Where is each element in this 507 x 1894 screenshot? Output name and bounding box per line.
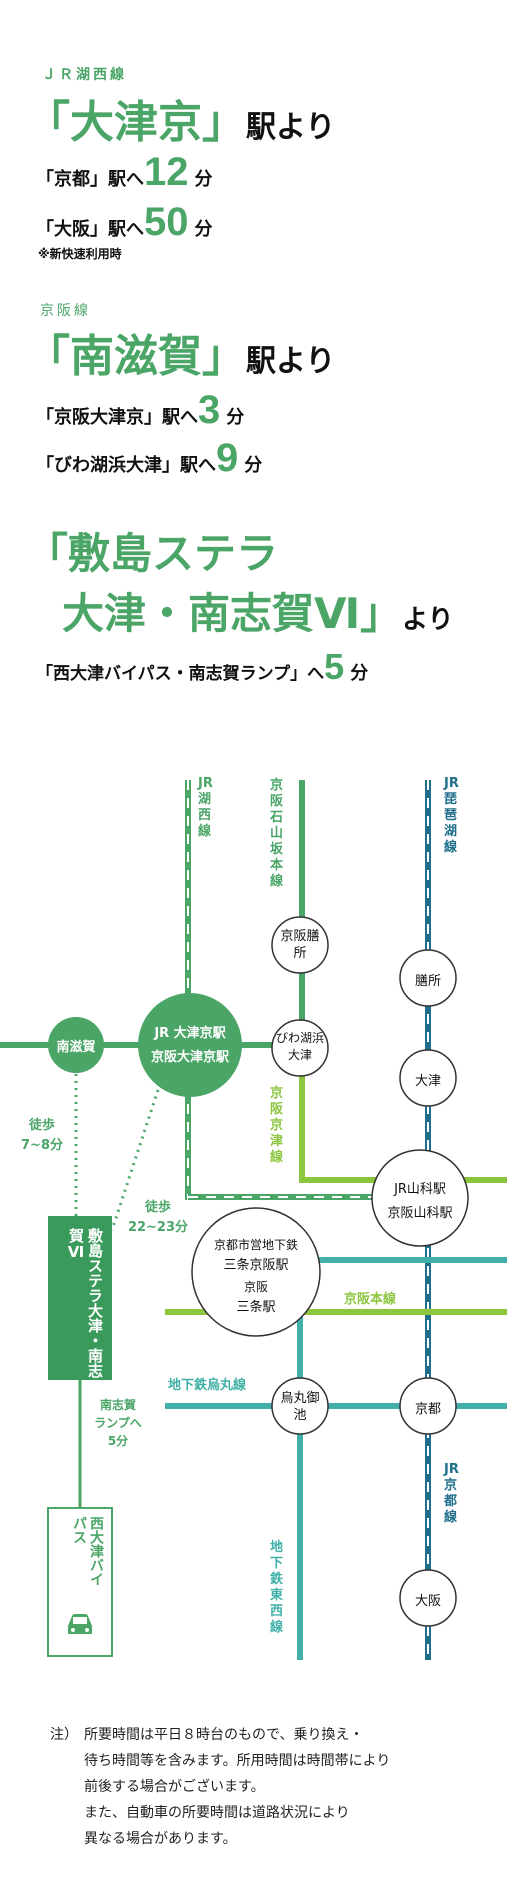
route-kyoto-name: 「京都」駅へ xyxy=(36,169,144,190)
station-name-sanjo-3: 京阪 xyxy=(243,1280,268,1294)
station-keihan-zeze xyxy=(271,916,329,974)
ramp-line1: 南志賀 xyxy=(99,1398,136,1412)
label-keihan-ishiyama: 京阪石山坂本線 xyxy=(270,778,284,889)
otsukyo-suffix: 駅より xyxy=(246,110,336,145)
label-karasuma: 地下鉄烏丸線 xyxy=(168,1378,247,1393)
route-keihan-otsukyo-name: 「京阪大津京」駅へ xyxy=(36,407,198,428)
ramp-info: 南志賀 ランプへ 5分 xyxy=(88,1396,148,1450)
label-jr-kosei: JR湖西線 xyxy=(198,776,213,839)
station-osaka xyxy=(399,1569,457,1627)
station-name-otsukyo-1: JR 大津京駅 xyxy=(154,1026,226,1041)
station-name-yamashina-1: JR山科駅 xyxy=(394,1182,446,1197)
route-keihan-otsukyo-value: 3 xyxy=(198,388,221,432)
label-jr-biwako: JR琵琶湖線 xyxy=(444,776,459,855)
station-biwako-hamaotsu xyxy=(271,1019,329,1077)
walk-otsukyo-label: 徒歩 xyxy=(144,1200,171,1215)
otsukyo-station-name: 「大津京」 xyxy=(26,97,246,148)
property-title-line2: 大津・南志賀Ⅵ」 xyxy=(62,589,403,638)
footnote-line-3: 前後する場合がございます。 xyxy=(84,1779,265,1795)
station-sanjo xyxy=(191,1207,321,1337)
footnote-line-1: 所要時間は平日８時台のもので、乗り換え・ xyxy=(84,1727,364,1743)
ramp-line2: ランプへ xyxy=(94,1416,142,1430)
station-name-otsu: 大津 xyxy=(414,1074,441,1089)
property-suffix: より xyxy=(402,605,454,635)
station-name-minamishiga: 南滋賀 xyxy=(56,1040,96,1055)
station-name-sanjo-2: 三条京阪駅 xyxy=(223,1258,289,1273)
station-name-sanjo-1: 京都市営地下鉄 xyxy=(213,1238,298,1252)
jr-kosei-line xyxy=(185,780,395,1200)
walk-minamishiga-label: 徒歩 xyxy=(28,1118,55,1133)
station-name-kyoto: 京都 xyxy=(414,1402,441,1417)
station-name-biwako-hamaotsu: びわ湖浜大津 xyxy=(276,1031,325,1062)
station-name-otsukyo-2: 京阪大津京駅 xyxy=(150,1050,229,1065)
route-bypass-unit: 分 xyxy=(350,663,369,684)
walk-otsukyo: 徒歩 22~23分 xyxy=(122,1198,194,1238)
walk-minamishiga-time: 7~8分 xyxy=(21,1138,63,1153)
bypass-name: 西大津バイパス xyxy=(71,1516,104,1586)
route-osaka-unit: 分 xyxy=(194,219,213,240)
station-otsukyo xyxy=(138,993,242,1097)
label-keihan-keishin: 京阪京津線 xyxy=(270,1086,284,1165)
footnote-body: 所要時間は平日８時台のもので、乗り換え・ 待ち時間等を含みます。所用時間は時間帯… xyxy=(84,1722,494,1852)
route-keihan-otsukyo-unit: 分 xyxy=(226,407,245,428)
property-name: 敷島ステラ大津・南志賀Ⅵ xyxy=(67,1228,104,1378)
minamishiga-station-name: 「南滋賀」 xyxy=(26,331,246,382)
property-box xyxy=(48,1216,112,1380)
station-zeze xyxy=(399,949,457,1007)
route-kyoto-value: 12 xyxy=(144,150,189,194)
walk-minamishiga: 徒歩 7~8分 xyxy=(14,1116,70,1156)
ramp-line3: 5分 xyxy=(107,1434,129,1448)
property-title-line2-wrap: 大津・南志賀Ⅵ」より xyxy=(62,580,454,641)
route-map xyxy=(0,780,507,1660)
station-kyoto xyxy=(399,1377,457,1435)
label-tozai: 地下鉄東西線 xyxy=(270,1540,284,1635)
station-name-yamashina-2: 京阪山科駅 xyxy=(387,1206,453,1221)
station-yamashina xyxy=(371,1149,469,1247)
station-name-osaka: 大阪 xyxy=(414,1594,441,1609)
route-bypass-value: 5 xyxy=(324,646,345,687)
shinkaisoku-note: ※新快速利用時 xyxy=(38,247,122,261)
route-kyoto-unit: 分 xyxy=(194,169,213,190)
keihan-line-label: 京阪線 xyxy=(40,303,91,319)
label-keihan-honsen: 京阪本線 xyxy=(344,1292,397,1307)
car-icon xyxy=(64,1610,96,1638)
route-osaka-value: 50 xyxy=(144,200,189,244)
station-name-karasuma-oike: 烏丸御池 xyxy=(280,1391,320,1423)
route-hamaotsu-unit: 分 xyxy=(244,455,263,476)
station-minamishiga xyxy=(48,1017,104,1073)
station-name-keihan-zeze: 京阪膳所 xyxy=(280,929,320,961)
jr-kosei-line-label: ＪＲ湖西線 xyxy=(42,67,127,83)
footnote-line-2: 待ち時間等を含みます。所用時間は時間帯により xyxy=(84,1753,391,1769)
route-hamaotsu-name: 「びわ湖浜大津」駅へ xyxy=(36,455,216,476)
otsukyo-heading: 「大津京」駅より xyxy=(26,86,335,150)
footnote-line-4: また、自動車の所要時間は道路状況により xyxy=(84,1805,350,1821)
tozai-line xyxy=(297,1257,507,1660)
station-karasuma-oike xyxy=(271,1377,329,1435)
route-bypass-name: 「西大津バイパス・南志賀ランプ」へ xyxy=(36,664,325,684)
property-title-line1: 「敷島ステラ xyxy=(26,529,279,578)
footnote-line-5: 異なる場合があります。 xyxy=(84,1831,237,1847)
route-hamaotsu-value: 9 xyxy=(216,436,239,480)
route-osaka-name: 「大阪」駅へ xyxy=(36,219,144,240)
station-name-sanjo-4: 三条駅 xyxy=(236,1300,276,1315)
minamishiga-suffix: 駅より xyxy=(246,344,336,379)
walk-otsukyo-time: 22~23分 xyxy=(127,1220,189,1235)
station-name-zeze: 膳所 xyxy=(414,974,441,989)
minamishiga-heading: 「南滋賀」駅より xyxy=(26,320,335,384)
station-otsu xyxy=(399,1049,457,1107)
footnote-prefix: 注） xyxy=(50,1727,78,1743)
label-jr-kyoto: JR京都線 xyxy=(444,1462,459,1525)
stations xyxy=(48,916,469,1627)
